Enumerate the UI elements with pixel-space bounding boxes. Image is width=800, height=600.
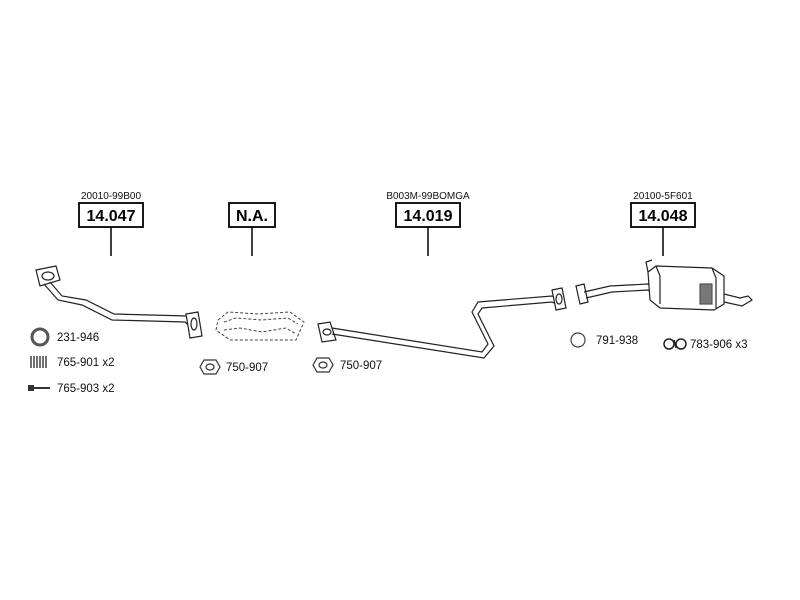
accessory-code: 231-946 [57, 332, 99, 344]
front-pipe-part[interactable] [35, 265, 203, 339]
rear-silencer-part[interactable] [575, 259, 753, 311]
group-middle-pipe: B003M-99BOMGA 14.019 [317, 191, 567, 359]
accessory-code: 783-906 x3 [690, 339, 748, 351]
o-ring-icon [570, 332, 586, 348]
oe-number: B003M-99BOMGA [386, 191, 470, 202]
group-front-pipe: 20010-99B00 14.047 [35, 191, 203, 339]
accessory-750-907-b[interactable]: 750-907 [312, 357, 382, 373]
catalyst-part-dashed[interactable] [215, 311, 305, 341]
accessory-code: 750-907 [340, 360, 382, 372]
accessory-783-906[interactable]: 783-906 x3 [663, 338, 748, 351]
ring-gasket-icon [30, 327, 50, 347]
accessory-code: 750-907 [226, 362, 268, 374]
flange-gasket-icon [312, 357, 334, 373]
accessory-code: 791-938 [596, 335, 638, 347]
accessory-750-907-a[interactable]: 750-907 [199, 359, 268, 375]
accessory-231-946[interactable]: 231-946 [30, 327, 99, 347]
flange-gasket-icon [199, 359, 221, 375]
accessory-791-938[interactable]: 791-938 [570, 332, 638, 348]
group-not-available: N.A. [215, 202, 305, 341]
part-label: 14.047 [87, 208, 136, 225]
part-label: 14.048 [639, 208, 688, 225]
rubber-mount-icon [663, 338, 687, 350]
oe-number: 20100-5F601 [633, 191, 693, 202]
part-label: N.A. [236, 208, 268, 225]
spring-icon [30, 356, 47, 368]
part-label-box[interactable] [228, 202, 276, 228]
accessory-code: 765-903 x2 [57, 383, 115, 395]
middle-pipe-part[interactable] [317, 287, 567, 359]
accessory-code: 765-901 x2 [57, 357, 115, 369]
accessory-765-903[interactable]: 765-903 x2 [28, 383, 115, 395]
bolt-icon [28, 385, 50, 391]
group-rear-silencer: 20100-5F601 14.048 [575, 191, 753, 311]
oe-number: 20010-99B00 [81, 191, 141, 202]
part-label: 14.019 [404, 208, 453, 225]
accessory-765-901[interactable]: 765-901 x2 [30, 356, 115, 369]
part-label-box[interactable] [630, 202, 696, 228]
